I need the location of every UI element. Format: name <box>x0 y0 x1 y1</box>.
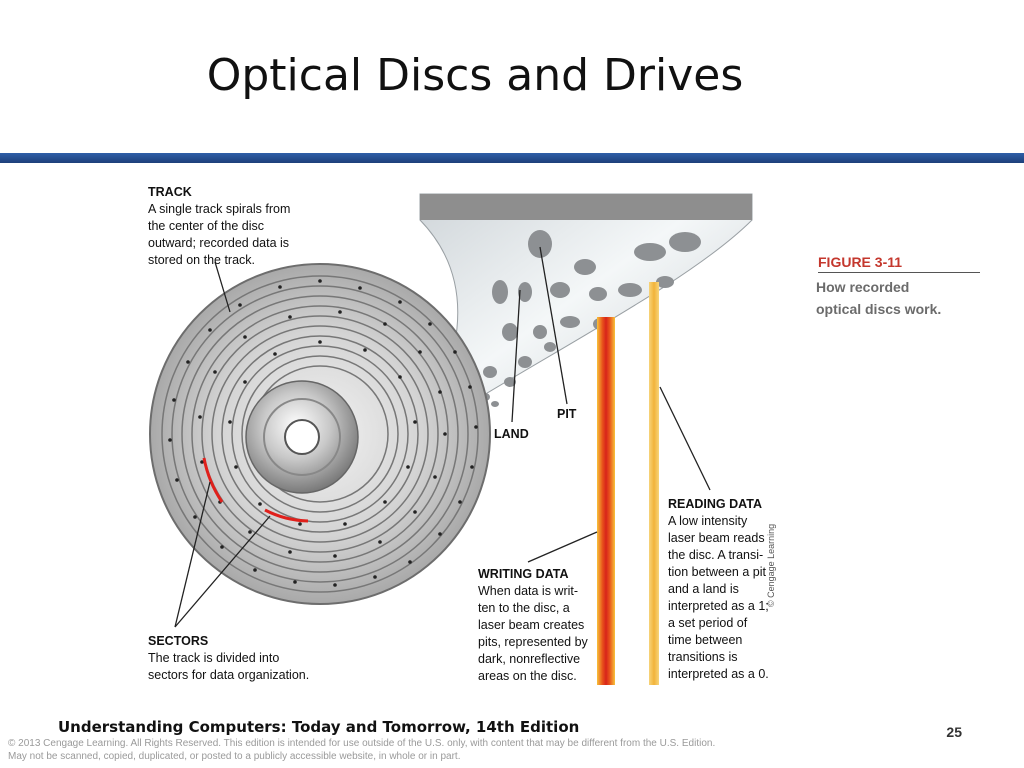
reading-laser-beam <box>649 282 659 685</box>
page-number: 25 <box>946 724 962 740</box>
figure-number: FIGURE 3-11 <box>818 254 980 273</box>
surface-edge <box>420 194 752 220</box>
land-label: LAND <box>494 427 529 441</box>
pit-label: PIT <box>557 407 577 421</box>
writing-laser-beam <box>597 317 615 685</box>
track-label: TRACK A single track spirals from the ce… <box>148 185 291 267</box>
sector-mark-1 <box>202 457 224 503</box>
sectors-label: SECTORS The track is divided into sector… <box>148 634 310 682</box>
optical-disc <box>149 263 491 605</box>
disc-illustration <box>149 193 753 685</box>
image-credit: © Cengage Learning <box>766 523 776 607</box>
writing-data-label: WRITING DATA When data is writ- ten to t… <box>478 567 588 683</box>
disc-tracks <box>161 275 479 593</box>
reading-data-label: READING DATA A low intensity laser beam … <box>668 497 769 681</box>
disc-center-hole <box>284 419 320 455</box>
leader-lines <box>174 246 711 628</box>
title-divider <box>0 153 1024 163</box>
slide-title: Optical Discs and Drives <box>206 50 744 101</box>
footer-book-title: Understanding Computers: Today and Tomor… <box>58 718 580 736</box>
sector-mark-2 <box>264 508 309 523</box>
copyright-notice: © 2013 Cengage Learning. All Rights Rese… <box>8 738 716 762</box>
optical-disc-figure: TRACK A single track spirals from the ce… <box>130 172 980 692</box>
figure-caption: How recorded optical discs work. <box>816 279 942 317</box>
